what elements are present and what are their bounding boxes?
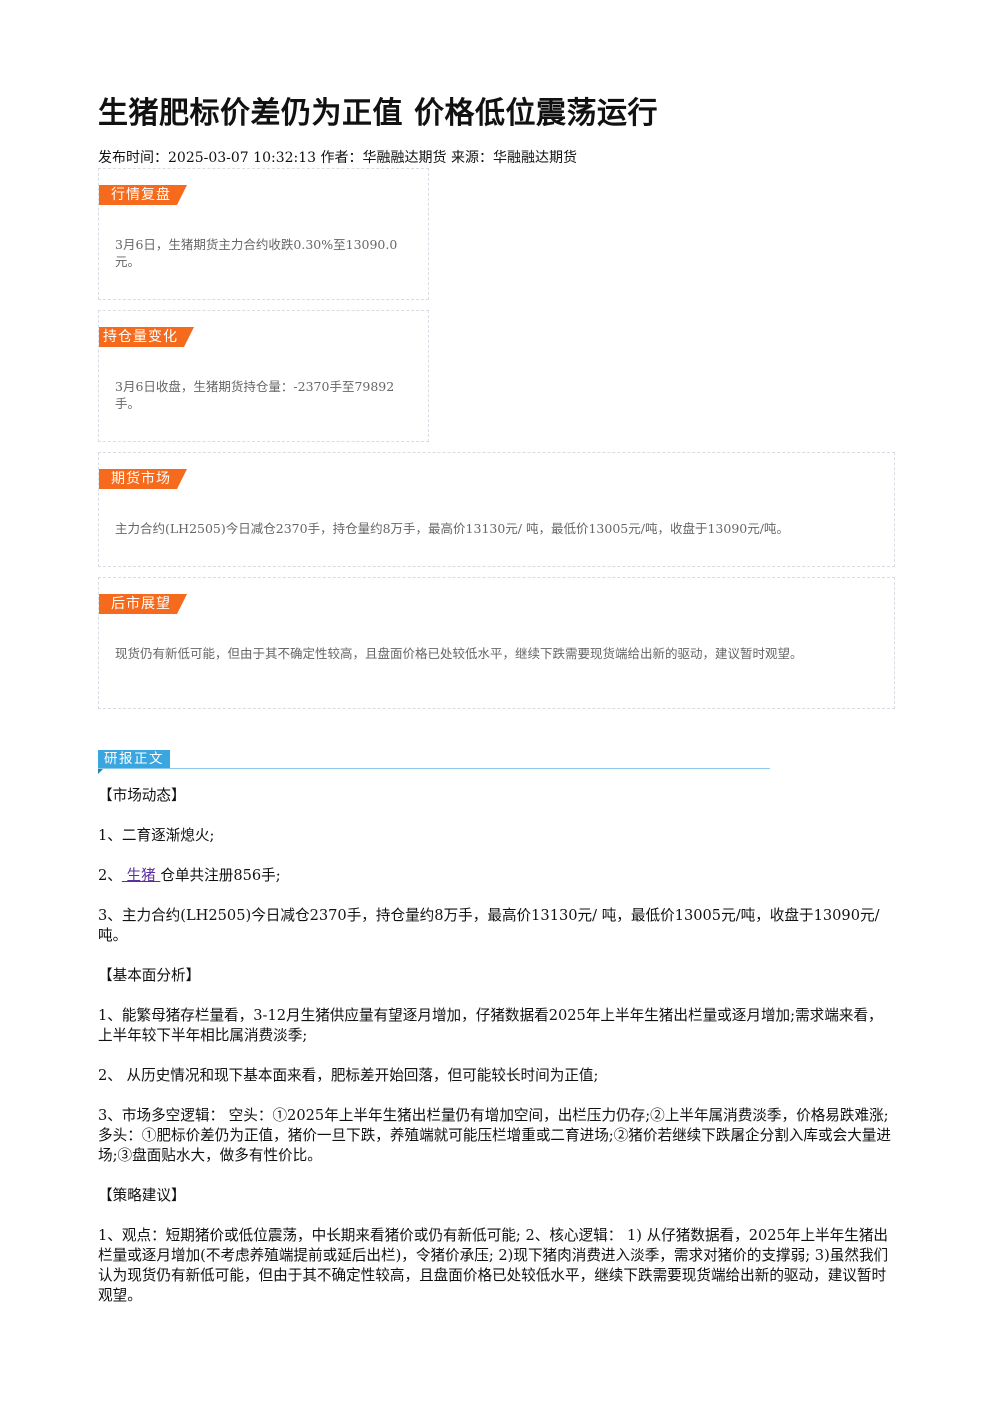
market-item-2: 2、 生猪 仓单共注册856手;: [98, 866, 894, 886]
report-section-header: 研报正文: [98, 750, 770, 774]
market-item-1: 1、二育逐渐熄火;: [98, 827, 215, 844]
card-text-open-interest: 3月6日收盘，生猪期货持仓量：-2370手至79892手。: [115, 379, 395, 411]
fundamental-item-3: 3、市场多空逻辑： 空头：①2025年上半年生猪出栏量仍有增加空间，出栏压力仍存…: [98, 1107, 891, 1164]
card-text-outlook: 现货仍有新低可能，但由于其不确定性较高，且盘面价格已处较低水平，继续下跌需要现货…: [115, 646, 803, 661]
card-tag-outlook: 后市展望: [99, 594, 187, 614]
card-tag-futures-market: 期货市场: [99, 469, 187, 489]
card-text-futures-market: 主力合约(LH2505)今日减仓2370手，持仓量约8万手，最高价13130元/…: [115, 521, 789, 536]
card-futures-market: 期货市场 主力合约(LH2505)今日减仓2370手，持仓量约8万手，最高价13…: [98, 452, 895, 567]
strategy-heading: 【策略建议】: [98, 1187, 186, 1204]
page-title: 生猪肥标价差仍为正值 价格低位震荡运行: [98, 96, 658, 131]
market-item-2-prefix: 2、: [98, 867, 122, 884]
fundamental-item-2: 2、 从历史情况和现下基本面来看，肥标差开始回落，但可能较长时间为正值;: [98, 1067, 599, 1084]
report-section-divider: [98, 768, 770, 769]
card-open-interest: 持仓量变化 3月6日收盘，生猪期货持仓量：-2370手至79892手。: [98, 310, 429, 442]
card-tag-open-interest: 持仓量变化: [99, 327, 194, 347]
card-text-market-review: 3月6日，生猪期货主力合约收跌0.30%至13090.0元。: [115, 237, 398, 269]
card-tag-market-review: 行情复盘: [99, 185, 187, 205]
card-outlook: 后市展望 现货仍有新低可能，但由于其不确定性较高，且盘面价格已处较低水平，继续下…: [98, 577, 895, 709]
market-item-3: 3、主力合约(LH2505)今日减仓2370手，持仓量约8万手，最高价13130…: [98, 907, 880, 944]
market-item-2-suffix: 仓单共注册856手;: [160, 867, 281, 884]
strategy-item-1: 1、观点：短期猪价或低位震荡，中长期来看猪价或仍有新低可能; 2、核心逻辑： 1…: [98, 1227, 889, 1304]
hog-link[interactable]: 生猪: [121, 867, 161, 884]
fundamental-item-1: 1、能繁母猪存栏量看，3-12月生猪供应量有望逐月增加，仔猪数据看2025年上半…: [98, 1007, 883, 1044]
report-section-label: 研报正文: [98, 750, 170, 774]
market-heading: 【市场动态】: [98, 787, 186, 804]
fundamental-heading: 【基本面分析】: [98, 967, 201, 984]
article-meta: 发布时间：2025-03-07 10:32:13 作者：华融融达期货 来源：华融…: [98, 150, 577, 166]
card-market-review: 行情复盘 3月6日，生猪期货主力合约收跌0.30%至13090.0元。: [98, 168, 429, 300]
